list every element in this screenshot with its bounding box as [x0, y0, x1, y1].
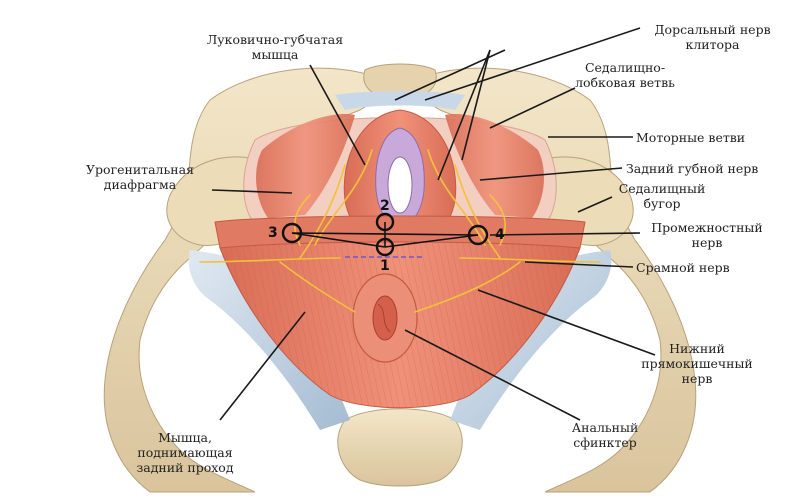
- leader-motor-branches-b: [461, 49, 491, 161]
- label-bulbospongiosus: Луковично-губчатая мышца: [206, 32, 344, 62]
- marker-ring-3: [281, 222, 303, 244]
- leader-inferior-rectal-nerve: [477, 289, 656, 356]
- leader-lines: [211, 27, 656, 421]
- right-labial-branch: [427, 149, 486, 246]
- line-1-to-4: [384, 234, 479, 248]
- left-perineal-branch: [299, 164, 346, 259]
- right-pudendal-nerve-trunk: [459, 257, 601, 263]
- leader-pudendal-nerve: [524, 261, 634, 268]
- leader-anal-sphincter: [404, 329, 581, 421]
- marker-number-4: 4: [495, 227, 505, 243]
- marker-rings: [281, 212, 489, 257]
- marker-number-2: 2: [380, 198, 390, 214]
- label-pudendal-nerve: Срамной нерв: [636, 260, 730, 275]
- right-sacrotuberous-ligament: [450, 250, 612, 430]
- right-ischiocavernosus-muscle: [445, 114, 544, 218]
- anus: [372, 295, 398, 341]
- marker-ring-1: [375, 237, 395, 257]
- marker-number-3: 3: [268, 225, 278, 241]
- left-rectal-branch: [279, 261, 356, 313]
- left-labial-branch: [314, 149, 373, 246]
- label-levator-ani: Мышца, поднимающая задний проход: [136, 430, 234, 475]
- ligaments: [188, 91, 612, 430]
- label-dorsal-nerve: Дорсальный нерв клитора: [654, 22, 771, 52]
- marker-ring-2: [375, 212, 395, 232]
- pelvic-bones: [103, 63, 697, 493]
- right-motor-branch: [489, 194, 506, 246]
- label-anal-sphincter: Анальный сфинктер: [571, 420, 639, 450]
- label-ischiopubic-ramus: Седалищно- лобковая ветвь: [575, 60, 675, 90]
- left-pudendal-nerve-trunk: [199, 257, 341, 263]
- vaginal-opening: [387, 156, 413, 214]
- leader-urogenital-diaphragm: [211, 189, 293, 194]
- left-sacrotuberous-ligament: [188, 250, 350, 430]
- leader-ischiopubic-ramus: [489, 87, 576, 129]
- label-posterior-labial-nerve: Задний губной нерв: [626, 161, 759, 176]
- label-perineal-nerve: Промежностный нерв: [651, 220, 763, 250]
- leader-perineal-nerve: [489, 232, 641, 236]
- pubic-ligament: [335, 91, 465, 110]
- leader-posterior-labial-nerve: [479, 167, 623, 181]
- right-rectal-branch: [414, 261, 521, 313]
- leader-levator-ani: [219, 311, 306, 421]
- line-3-to-1: [291, 232, 386, 248]
- leader-motor-branches-a: [437, 49, 491, 181]
- leader-ischial-tuberosity: [577, 196, 613, 213]
- label-motor-branches: Моторные ветви: [636, 130, 746, 145]
- label-ischial-tuberosity: Седалищный бугор: [618, 181, 706, 211]
- right-perineal-branch: [454, 164, 501, 259]
- measurement-lines: [291, 222, 479, 248]
- pubic-symphysis: [363, 63, 437, 101]
- label-inferior-rectal-nerve: Нижний прямокишечный нерв: [641, 341, 753, 386]
- leader-bulbospongiosus: [309, 64, 366, 166]
- nerves: [199, 149, 601, 313]
- leader-dorsal-nerve-a: [424, 27, 641, 101]
- coccyx: [337, 408, 463, 487]
- marker-number-1: 1: [380, 258, 390, 274]
- label-urogenital-diaphragm: Урогенитальная диафрагма: [86, 162, 194, 192]
- marker-ring-4: [467, 224, 489, 246]
